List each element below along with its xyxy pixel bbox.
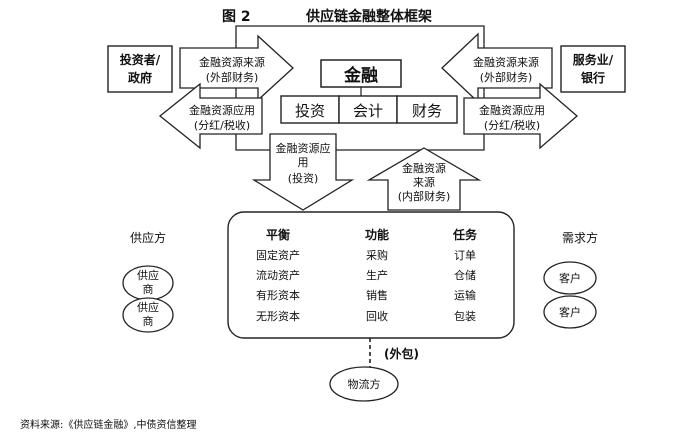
outer-frame: [235, 25, 485, 151]
up-line2: 来源: [413, 175, 435, 189]
up-line3: (内部财务): [398, 189, 451, 203]
finance-item-2: 会计: [353, 102, 383, 120]
right-out-line1: 金融资源应用: [479, 103, 545, 117]
demand-node-1: [543, 261, 597, 295]
logistics-node: [329, 366, 399, 402]
up-line1: 金融资源: [402, 161, 446, 175]
finance-item-1: 投资: [295, 102, 325, 120]
supplier-node-2: [122, 297, 174, 333]
col2-header: 功能: [365, 227, 389, 242]
left-out-line1: 金融资源应用: [189, 103, 255, 117]
finance-title-box: [320, 59, 402, 88]
col1-header: 平衡: [266, 227, 290, 242]
outsource-label: (外包): [384, 346, 419, 361]
supplier-label: 供应方: [130, 230, 166, 245]
col1-row1: 固定资产: [256, 248, 300, 262]
left-in-line1: 金融资源来源: [199, 55, 265, 69]
down-line1: 金融资源应: [276, 141, 331, 155]
col2-row2: 生产: [366, 268, 388, 282]
finance-title: 金融: [343, 65, 378, 86]
down-line2: 用: [298, 156, 309, 169]
left-out-line2: (分红/税收): [194, 118, 250, 132]
source-note: 资料来源:《供应链金融》,中债资信整理: [20, 418, 197, 431]
col3-header: 任务: [452, 227, 478, 242]
demand-label: 需求方: [562, 230, 598, 245]
col1-row2: 流动资产: [256, 268, 300, 282]
down-line3: (投资): [288, 171, 319, 185]
col2-row1: 采购: [366, 248, 388, 262]
finance-item-box-2: [338, 95, 398, 124]
supplier-node-2-line2: 商: [143, 314, 154, 328]
finance-item-box-3: [396, 95, 458, 124]
left-party-box: [107, 45, 173, 93]
up-arrow: [366, 147, 482, 211]
right-out-arrow: [463, 82, 578, 150]
col3-row4: 包装: [454, 310, 476, 323]
down-arrow: [251, 133, 355, 211]
finance-item-3: 财务: [412, 102, 442, 120]
logistics-text: 物流方: [348, 377, 381, 391]
right-party-line1: 服务业/: [573, 52, 614, 67]
left-party-line2: 政府: [128, 70, 152, 85]
col3-row1: 订单: [454, 249, 476, 262]
supplier-node-2-line1: 供应: [137, 300, 159, 314]
left-party-line1: 投资者/: [120, 52, 161, 67]
figure-label: 图 2: [222, 9, 251, 25]
right-in-line2: (外部财务): [480, 70, 533, 84]
center-box: [227, 211, 515, 339]
col3-row2: 仓储: [454, 268, 476, 282]
col2-row3: 销售: [366, 288, 388, 302]
right-out-line2: (分红/税收): [484, 118, 540, 132]
right-in-line1: 金融资源来源: [473, 55, 539, 69]
supplier-node-1-line2: 商: [143, 282, 154, 296]
demand-node-2-text: 客户: [559, 305, 581, 319]
col1-row3: 有形资本: [256, 288, 300, 302]
col2-row4: 回收: [366, 309, 388, 323]
figure-title: 供应链金融整体框架: [305, 8, 432, 25]
finance-item-box-1: [280, 95, 340, 124]
right-party-box: [560, 45, 626, 93]
left-in-arrow: [179, 34, 294, 102]
right-party-line2: 银行: [581, 70, 605, 85]
left-in-line2: (外部财务): [206, 70, 259, 84]
demand-node-2: [543, 295, 597, 329]
demand-node-1-text: 客户: [559, 271, 581, 285]
col1-row4: 无形资本: [256, 309, 300, 323]
col3-row3: 运输: [454, 288, 476, 302]
supplier-node-1-line1: 供应: [137, 268, 159, 282]
left-out-arrow: [158, 82, 263, 150]
